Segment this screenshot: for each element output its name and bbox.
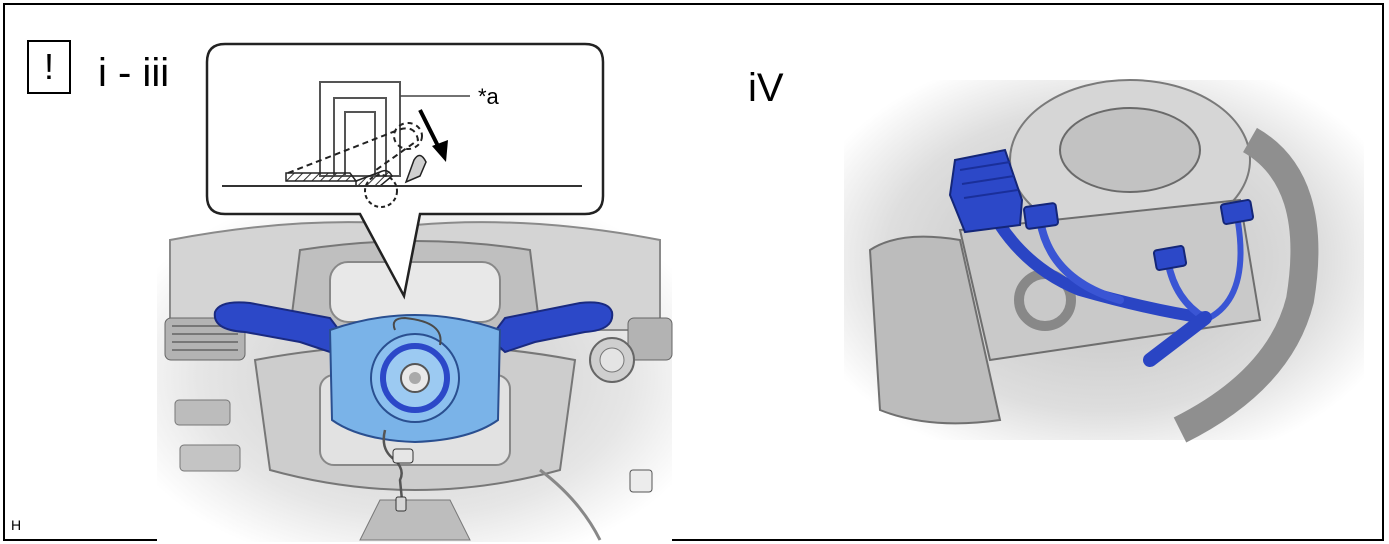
combination-switch-assembly	[213, 301, 614, 512]
lower-left-switch	[174, 399, 231, 426]
caution-icon: !	[27, 40, 71, 94]
clip-outline-outer	[319, 81, 401, 177]
lock-claw	[404, 154, 427, 184]
detail-circle	[364, 174, 398, 208]
step-label-right: iV	[748, 66, 784, 110]
detail-callout	[205, 42, 605, 300]
press-arrow-shaft	[418, 109, 442, 151]
connector-d	[1219, 199, 1255, 225]
connector-illustration	[844, 79, 1364, 443]
connector-c	[1152, 245, 1188, 271]
right-knob-center	[599, 347, 625, 373]
clip-released-tip	[393, 122, 423, 150]
main-harness	[994, 219, 1211, 324]
lock-pawl-hatched	[355, 169, 393, 187]
harness-branch-3	[1202, 219, 1244, 323]
spiral-housing-inner	[1059, 107, 1201, 193]
support-arm	[1173, 127, 1319, 443]
floor-edge	[539, 468, 602, 541]
pedal-area	[359, 499, 471, 541]
step-label-left: i - iii	[98, 51, 170, 95]
harness-trunk	[1143, 311, 1212, 367]
lower-left-switch-2	[179, 444, 241, 472]
harness-connector	[392, 448, 414, 464]
lower-right-button	[629, 469, 653, 493]
caution-glyph: !	[43, 46, 54, 87]
column-lower-shroud	[868, 235, 1002, 425]
figure-code: H	[11, 517, 22, 533]
callout-bubble	[205, 42, 605, 300]
lock-lever-hatched	[285, 172, 358, 182]
right-vent	[627, 317, 673, 361]
upper-harness	[392, 316, 442, 346]
steering-shaft-center	[409, 372, 421, 384]
callout-label: *a	[478, 84, 499, 109]
connector-b	[1023, 202, 1059, 230]
harness-branch-1	[1036, 216, 1124, 304]
large-connector-ridges	[959, 161, 1019, 199]
clip-released-position	[287, 127, 420, 174]
harness-end-connector	[395, 496, 407, 512]
press-arrow-head	[432, 140, 448, 162]
dashboard-illustration	[157, 212, 673, 542]
large-connector	[948, 148, 1024, 234]
instrument-recess	[329, 261, 501, 323]
